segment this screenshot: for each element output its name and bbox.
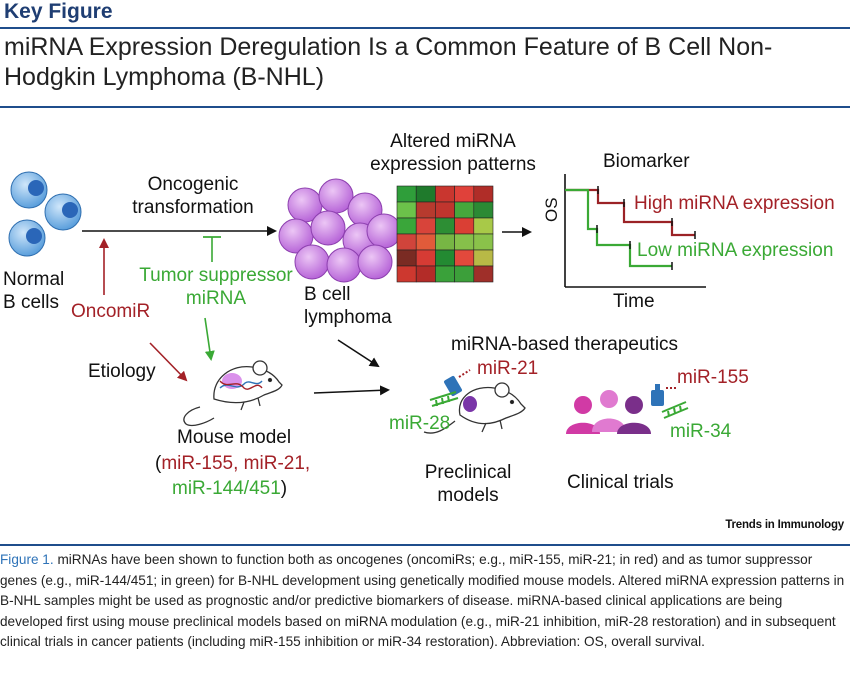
- heatmap-cell: [415, 217, 436, 235]
- heatmap-cell: [454, 233, 475, 251]
- caption-text: miRNAs have been shown to function both …: [0, 552, 845, 649]
- page-title: miRNA Expression Deregulation Is a Commo…: [4, 32, 849, 92]
- key-figure-label: Key Figure: [4, 0, 113, 23]
- low-expression-curve: [565, 188, 672, 268]
- heatmap-cell: [415, 265, 436, 283]
- b-cell-lymphoma-label: B cell lymphoma: [304, 284, 392, 328]
- heatmap-cell: [454, 201, 475, 219]
- heatmap-cell: [435, 185, 455, 203]
- low-expression-label: Low miRNA expression: [637, 240, 834, 261]
- figure-label: Figure 1.: [0, 552, 54, 567]
- mouse-model-mirs: (miR-155, miR-21,: [155, 453, 311, 474]
- high-expression-label: High miRNA expression: [634, 193, 835, 214]
- dna-icon: [219, 380, 263, 390]
- clinical-trials-label: Clinical trials: [567, 472, 674, 493]
- heatmap-cell: [473, 185, 494, 203]
- mouse-model-label: Mouse model: [177, 427, 292, 448]
- heatmap-cell: [473, 249, 494, 267]
- survival-plot: [564, 174, 706, 288]
- figure-caption: Figure 1. miRNAs have been shown to func…: [0, 550, 848, 653]
- heatmap-cell: [396, 217, 417, 235]
- title-line-2: Hodgkin Lymphoma (B-NHL): [4, 63, 325, 91]
- oncomir-label: OncomiR: [71, 301, 151, 322]
- heatmap-cell: [415, 201, 436, 219]
- mir34-label: miR-34: [670, 421, 732, 442]
- clinical-drug-icon: [651, 384, 689, 419]
- suppressor-to-mouse-arrow: [204, 317, 215, 361]
- patients-icon: [566, 390, 651, 434]
- biomarker-label: Biomarker: [603, 151, 690, 172]
- heatmap-cell: [415, 233, 436, 251]
- header-rule: [0, 27, 850, 29]
- heatmap-cell: [454, 217, 475, 235]
- mouse-model-mirs-line2: miR-144/451): [172, 478, 288, 499]
- inhibitor-icon: [444, 369, 471, 397]
- caption-rule: [0, 544, 850, 546]
- heatmap-cell: [473, 233, 494, 251]
- heatmap-cell: [396, 201, 417, 219]
- expression-heatmap: [396, 185, 494, 283]
- mir21-label: miR-21: [477, 358, 539, 379]
- heatmap-cell: [435, 233, 455, 251]
- mouse-model-icon: [183, 360, 283, 427]
- heatmap-cell: [396, 185, 417, 203]
- etiology-arrow: [149, 342, 188, 382]
- heatmap-cell: [473, 217, 494, 235]
- heatmap-cell: [454, 185, 475, 203]
- etiology-label: Etiology: [88, 361, 156, 382]
- heatmap-cell: [435, 217, 455, 235]
- preclinical-tumor-spot: [463, 396, 477, 412]
- normal-b-cells-label: Normal B cells: [3, 269, 65, 313]
- preclinical-mouse-icon: [423, 382, 526, 434]
- tumor-suppressor-label: Tumor suppressor miRNA: [139, 265, 293, 309]
- mir28-label: miR-28: [389, 413, 451, 434]
- heatmap-cell: [473, 201, 494, 219]
- heatmap-cell: [415, 185, 436, 203]
- time-axis-label: Time: [613, 291, 655, 312]
- title-rule: [0, 106, 850, 108]
- mir28-strand-icon: [429, 391, 459, 407]
- heatmap-cell: [473, 265, 494, 283]
- mir155-label: miR-155: [677, 367, 749, 388]
- preclinical-models-label: Preclinical models: [424, 462, 512, 506]
- lymphoma-cluster-icon: [278, 178, 402, 283]
- heatmap-cell: [396, 233, 417, 251]
- heatmap-cell: [435, 249, 455, 267]
- title-line-1: miRNA Expression Deregulation Is a Commo…: [4, 33, 773, 61]
- therapeutics-label: miRNA-based therapeutics: [451, 334, 679, 355]
- journal-brand: Trends in Immunology: [725, 519, 844, 531]
- heatmap-cell: [435, 201, 455, 219]
- heatmap-cell: [454, 249, 475, 267]
- heatmap-cell: [415, 249, 436, 267]
- oncogenic-transformation-label: Oncogenic transformation: [132, 174, 254, 218]
- mouse-to-preclinical-arrow: [313, 385, 390, 396]
- heatmap-cell: [396, 249, 417, 267]
- heatmap-cell: [454, 265, 475, 283]
- heatmap-cell: [396, 265, 417, 283]
- os-axis-label: OS: [542, 197, 561, 222]
- heatmap-cell: [435, 265, 455, 283]
- diagram-graphics: [8, 171, 706, 434]
- altered-patterns-label: Altered miRNA expression patterns: [370, 131, 536, 175]
- lymphoma-to-preclinical-arrow: [337, 339, 380, 368]
- normal-b-cells-icon: [8, 171, 82, 257]
